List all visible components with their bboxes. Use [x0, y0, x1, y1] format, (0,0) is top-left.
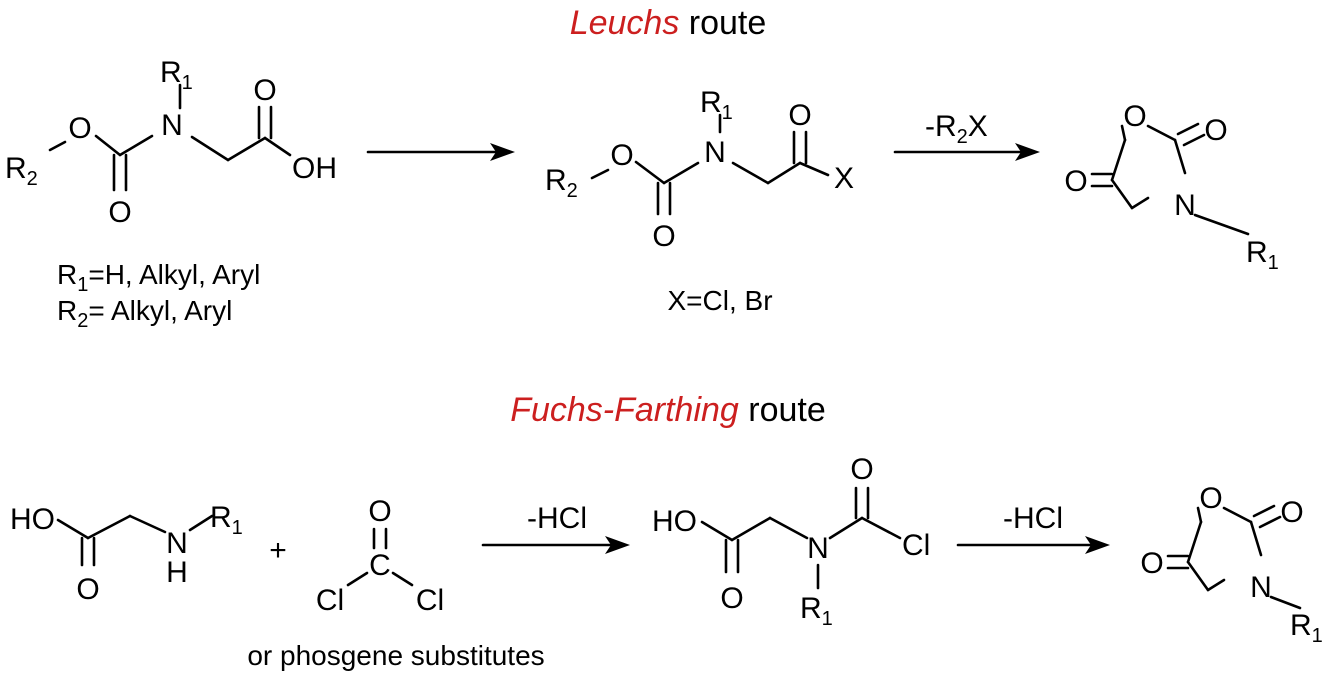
svg-text:O: O	[368, 495, 391, 528]
svg-text:R1: R1	[1246, 236, 1279, 274]
leuchs-starting-carbamate: R2 O O N R1 O OH	[5, 56, 337, 229]
svg-text:N: N	[161, 109, 183, 142]
svg-text:O: O	[253, 74, 276, 107]
svg-text:O: O	[720, 582, 743, 615]
svg-text:R1: R1	[1290, 609, 1323, 647]
svg-text:X: X	[834, 162, 854, 195]
svg-text:R2: R2	[545, 164, 578, 202]
svg-text:Cl: Cl	[316, 584, 344, 617]
svg-text:R1: R1	[160, 56, 193, 94]
svg-text:R2: R2	[5, 152, 38, 190]
fuchs-carbamoyl-chloride-intermediate: HO O N R1 O Cl	[652, 453, 930, 630]
svg-text:O: O	[1280, 496, 1303, 529]
svg-text:N: N	[807, 532, 829, 565]
svg-text:R1: R1	[800, 592, 833, 630]
x-halogen-definition: X=Cl, Br	[667, 285, 772, 316]
leuchs-route-title: Leuchs route	[570, 4, 767, 42]
fuchs-arrow-2: -HCl	[956, 502, 1110, 554]
svg-text:O: O	[1204, 114, 1227, 147]
fuchs-arrow-2-label: -HCl	[1003, 502, 1063, 535]
phosgene-substitutes-note: or phosgene substitutes	[247, 640, 544, 671]
svg-text:O: O	[108, 196, 131, 229]
svg-text:Cl: Cl	[416, 584, 444, 617]
svg-text:O: O	[1199, 482, 1222, 515]
fuchs-arrow-1: -HCl	[481, 502, 630, 554]
svg-text:O: O	[1140, 547, 1163, 580]
svg-text:N: N	[1174, 189, 1196, 222]
leuchs-arrow-2: -R2X	[893, 110, 1040, 161]
fuchs-farthing-route-title: Fuchs-Farthing route	[510, 391, 826, 429]
leuchs-acyl-halide-intermediate: R2 O O N R1 O X	[545, 86, 854, 253]
svg-text:O: O	[850, 453, 873, 486]
svg-text:OH: OH	[292, 152, 337, 185]
svg-text:O: O	[1123, 100, 1146, 133]
fuchs-arrow-1-label: -HCl	[527, 502, 587, 535]
r1-substituent-definition: R1=H, Alkyl, Aryl	[57, 259, 260, 296]
svg-text:C: C	[369, 549, 391, 582]
svg-text:O: O	[610, 139, 633, 172]
leuchs-nca-product: O O O N R1	[1064, 100, 1278, 274]
svg-text:R1: R1	[700, 86, 733, 124]
svg-text:Cl: Cl	[902, 529, 930, 562]
fuchs-amino-acid: HO O N H R1	[10, 501, 243, 606]
svg-text:O: O	[788, 99, 811, 132]
leuchs-arrow-1	[366, 143, 515, 161]
plus-sign: +	[269, 534, 287, 567]
svg-text:R1: R1	[210, 501, 243, 539]
svg-text:HO: HO	[10, 503, 55, 536]
svg-text:HO: HO	[652, 505, 697, 538]
svg-text:N: N	[1250, 571, 1272, 604]
svg-text:O: O	[76, 573, 99, 606]
svg-text:H: H	[166, 556, 188, 589]
svg-text:N: N	[704, 136, 726, 169]
phosgene: O C Cl Cl	[316, 495, 444, 617]
fuchs-nca-product: O O O N R1	[1140, 482, 1322, 647]
svg-text:O: O	[652, 220, 675, 253]
r2-substituent-definition: R2= Alkyl, Aryl	[57, 295, 232, 332]
leuchs-arrow-2-label: -R2X	[925, 110, 988, 148]
svg-text:O: O	[68, 112, 91, 145]
svg-text:O: O	[1064, 165, 1087, 198]
svg-text:N: N	[166, 527, 188, 560]
